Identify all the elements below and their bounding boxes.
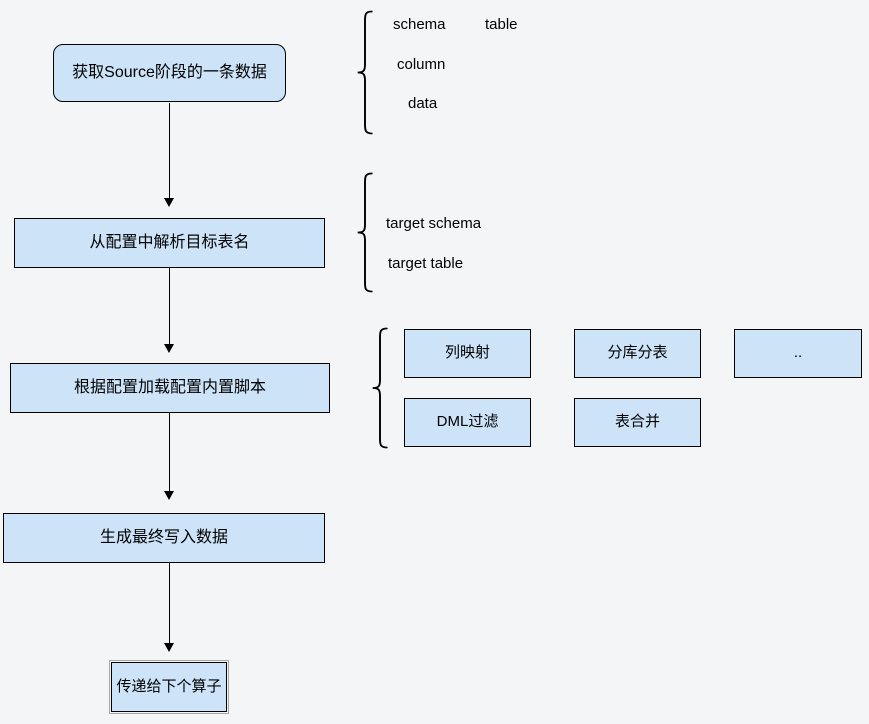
flow-arrow-4 [164, 563, 174, 652]
label-column: column [397, 56, 446, 73]
arrow-shaft [168, 413, 170, 491]
script-box-sharding-label: 分库分表 [607, 344, 668, 362]
script-box-dml-filter[interactable]: DML过滤 [404, 398, 531, 447]
arrow-head-icon [164, 198, 174, 207]
flow-arrow-2 [164, 268, 174, 353]
node-generate-final-data-label: 生成最终写入数据 [99, 529, 228, 546]
script-box-dml-filter-label: DML过滤 [436, 413, 499, 431]
arrow-shaft [168, 563, 170, 643]
arrow-shaft [168, 268, 170, 344]
arrow-head-icon [164, 344, 174, 353]
arrow-head-icon [164, 643, 174, 652]
node-pass-to-next-operator-label: 传递给下个算子 [116, 677, 222, 695]
node-parse-target-table-label: 从配置中解析目标表名 [89, 234, 250, 251]
label-table: table [485, 16, 518, 33]
script-box-column-mapping-label: 列映射 [444, 344, 490, 362]
node-load-builtin-scripts-label: 根据配置加载配置内置脚本 [73, 379, 266, 396]
brace-builtin-scripts-icon [371, 327, 389, 449]
node-get-source-record[interactable]: 获取Source阶段的一条数据 [53, 44, 286, 102]
brace-target-name-fields-icon [356, 172, 374, 293]
arrow-head-icon [164, 491, 174, 500]
label-schema: schema [393, 16, 446, 33]
node-generate-final-data[interactable]: 生成最终写入数据 [3, 513, 325, 563]
node-pass-to-next-operator[interactable]: 传递给下个算子 [109, 660, 229, 714]
arrow-shaft [168, 103, 170, 198]
script-box-table-merge[interactable]: 表合并 [574, 398, 701, 447]
node-load-builtin-scripts[interactable]: 根据配置加载配置内置脚本 [10, 363, 330, 413]
flow-arrow-1 [164, 103, 174, 207]
label-data: data [408, 95, 438, 112]
script-box-more[interactable]: .. [734, 329, 862, 378]
node-get-source-record-label: 获取Source阶段的一条数据 [72, 64, 267, 81]
script-box-column-mapping[interactable]: 列映射 [404, 329, 531, 378]
label-target-table: target table [388, 255, 464, 272]
node-parse-target-table[interactable]: 从配置中解析目标表名 [14, 218, 325, 268]
brace-source-record-fields-icon [356, 10, 374, 135]
label-target-schema: target schema [386, 215, 482, 232]
flow-arrow-3 [164, 413, 174, 500]
script-box-more-label: .. [793, 344, 803, 362]
script-box-sharding[interactable]: 分库分表 [574, 329, 701, 378]
script-box-table-merge-label: 表合并 [614, 413, 660, 431]
